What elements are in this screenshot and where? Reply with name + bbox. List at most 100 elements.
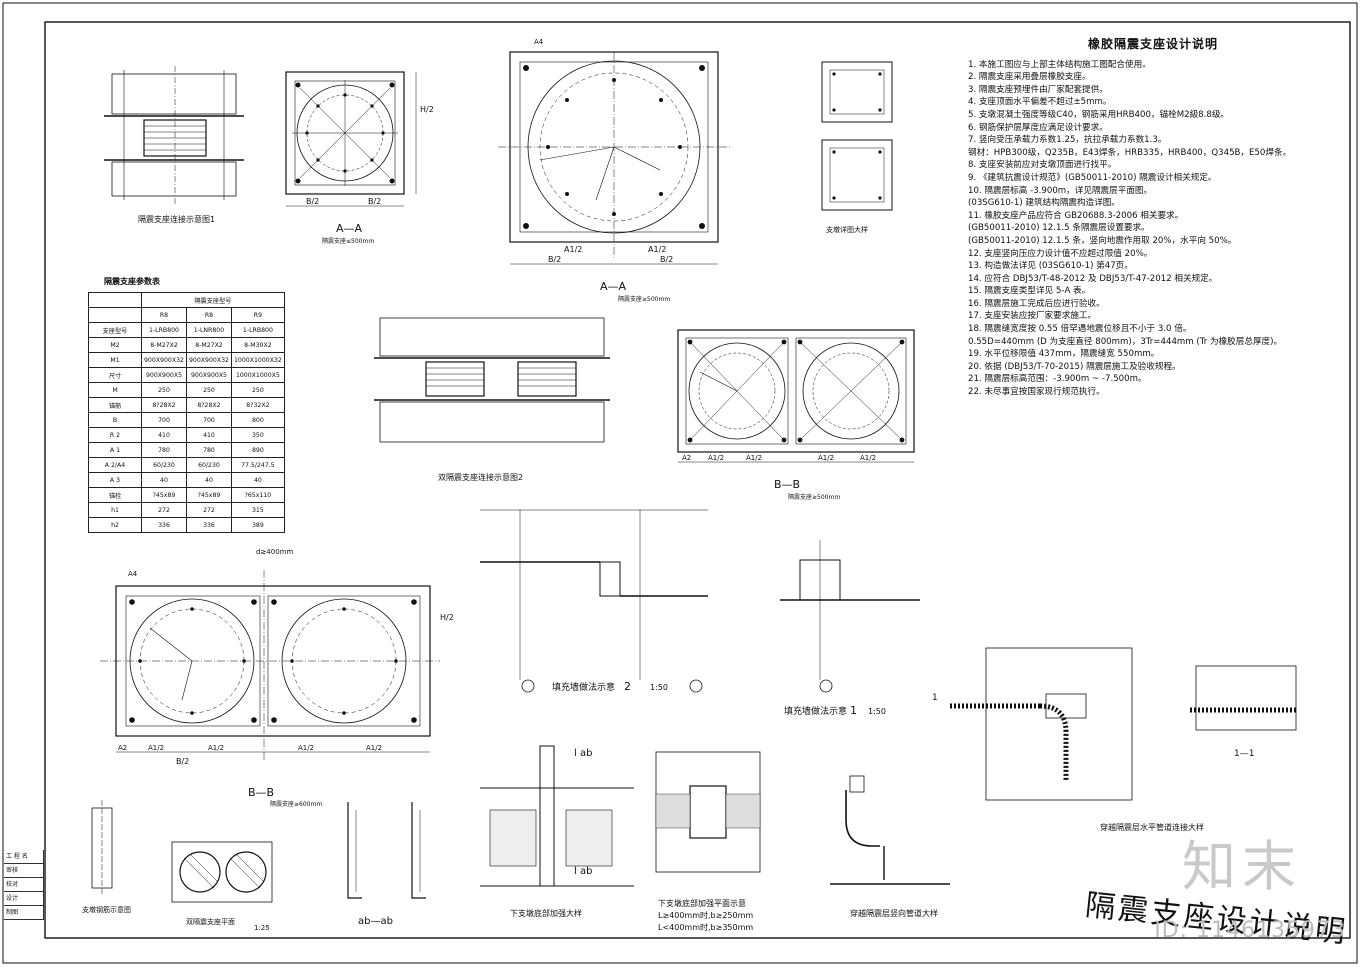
table-cell: 40 <box>185 472 232 488</box>
bb2-dim-a12-1: A1/2 <box>148 744 164 752</box>
plan-bb-1: A2 A1/2 A1/2 A1/2 A1/2 B—B 隔震支座≥500mm <box>677 329 915 501</box>
note-line: 14. 应符合 DBJ53/T-48-2012 及 DBJ53/T-47-201… <box>968 273 1218 284</box>
table-cell: 800 <box>230 412 285 428</box>
notes-list: 1. 本施工图应与上部主体结构施工图配合使用。2. 隔震支座采用叠层橡胶支座。3… <box>968 59 1338 399</box>
table-row-label: 支座型号 <box>88 322 142 338</box>
table-cell: 389 <box>230 517 285 533</box>
table-caption: 隔震支座参数表 <box>104 277 160 286</box>
table-header-blank <box>88 307 142 323</box>
table-cell: 8?32X2 <box>230 397 285 413</box>
title-block-cell: 制图 <box>4 906 44 920</box>
aa2-dim-a12-left: A1/2 <box>564 245 582 254</box>
bb2-dim-a12-2: A1/2 <box>208 744 224 752</box>
table-cell: 8?28X2 <box>141 397 187 413</box>
fill1-num: 1 <box>850 704 857 717</box>
table-cell: 8?28X2 <box>185 397 232 413</box>
table-cell: 8-M27X2 <box>185 337 232 353</box>
conn2-label: 双隔震支座连接示意图2 <box>438 472 523 482</box>
table-cell: 900X900X32 <box>185 352 232 368</box>
pier-detail-label: 支墩详图大样 <box>826 225 868 234</box>
table-cell: 900X900X5 <box>141 367 187 383</box>
lower-plan-label: 下支墩底部加强平面示意 <box>658 898 746 908</box>
note-line: 10. 隔震层标高 -3.900m，详见隔震层平面图。 <box>968 185 1153 196</box>
table-row-label: A 2/A4 <box>88 457 142 473</box>
mark-1-left: 1 <box>932 693 938 703</box>
title-block: 工 程 名审核校对设计制图 <box>4 850 44 920</box>
aa1-title: A—A <box>336 222 363 235</box>
note-line: 0.55D=440mm (D 为支座直径 800mm)，3Tr=444mm (T… <box>968 336 1283 347</box>
aa2-note: 隔震支座≥500mm <box>618 295 670 303</box>
bb2-d400: d≥400mm <box>256 548 293 556</box>
note-line: 21. 隔震层标高范围：-3.900m ~ -7.500m。 <box>968 374 1147 385</box>
note-line: 12. 支座竖向压应力设计值不应超过限值 20%。 <box>968 248 1153 259</box>
title-block-cell: 工 程 名 <box>4 850 44 864</box>
connection-detail-2: 双隔震支座连接示意图2 <box>374 317 610 482</box>
note-line: 11. 橡胶支座产品应符合 GB20688.3-2006 相关要求。 <box>968 210 1184 221</box>
aa2-title: A—A <box>600 280 627 293</box>
bb1-note: 隔震支座≥500mm <box>788 493 840 501</box>
lab-bottom: l ab <box>574 866 592 877</box>
table-cell: 250 <box>141 382 187 398</box>
fill-wall-detail-1: 填充墙做法示意 1 1:50 <box>780 540 920 717</box>
fill2-label: 填充墙做法示意 <box>552 681 615 693</box>
rule-2: L<400mm时,b≥350mm <box>658 922 753 932</box>
note-line: 22. 未尽事宜按国家现行规范执行。 <box>968 387 1105 398</box>
ab-section-label: ab—ab <box>358 916 393 927</box>
table-cell: 1-LNR800 <box>185 322 232 338</box>
table-column-header: R9 <box>230 307 285 323</box>
design-notes: 橡胶隔震支座设计说明 1. 本施工图应与上部主体结构施工图配合使用。2. 隔震支… <box>968 38 1338 399</box>
conn1-label: 隔震支座连接示意图1 <box>138 214 215 224</box>
fill-wall-detail-2: 填充墙做法示意 2 1:50 <box>480 509 708 693</box>
table-cell: 250 <box>230 382 285 398</box>
table-cell: 350 <box>230 427 285 443</box>
fill2-scale: 1:50 <box>650 683 668 692</box>
aa1-dim-b2-left: B/2 <box>306 197 319 206</box>
note-line: 6. 钢筋保护层厚度应满足设计要求。 <box>968 122 1108 133</box>
watermark-id: ID: 1146135973 <box>1154 918 1346 943</box>
table-cell: 336 <box>185 517 232 533</box>
fill1-scale: 1:50 <box>868 707 886 716</box>
note-line: 19. 水平位移限值 437mm，隔震缝宽 550mm。 <box>968 349 1160 360</box>
table-cell: 780 <box>141 442 187 458</box>
section-11: 1—1 <box>1234 749 1254 759</box>
aa2-dim-b2-left: B/2 <box>548 255 561 264</box>
plan-aa-1: B/2 B/2 H/2 A—A 隔震支座≤500mm <box>285 71 434 245</box>
lower-pier-label: 下支墩底部加强大样 <box>510 908 582 918</box>
note-line: 钢材：HPB300级，Q235B，E43焊条，HRB335，HRB400，Q34… <box>968 147 1292 158</box>
note-line: (GB50011-2010) 12.1.5 条隔震层设置要求。 <box>968 223 1150 234</box>
table-cell: 900X900X5 <box>185 367 232 383</box>
bb2-dim-h2: H/2 <box>440 613 454 622</box>
table-cell: 410 <box>185 427 232 443</box>
bb2-dim-a12-4: A1/2 <box>366 744 382 752</box>
bb2-dim-a4: A4 <box>128 570 138 578</box>
table-cell: 60/230 <box>141 457 187 473</box>
bar-detail: 支墩钢筋示意图 <box>82 800 131 914</box>
note-line: 20. 依据 (DBJ53/T-70-2015) 隔震层施工及验收规程。 <box>968 361 1181 372</box>
table-cell: ?65x110 <box>230 487 285 503</box>
vertical-pipe-detail: 穿越隔震层竖向管道大样 <box>830 775 950 918</box>
bar-detail-label: 支墩钢筋示意图 <box>82 905 131 914</box>
note-line: 17. 支座安装应按厂家要求施工。 <box>968 311 1097 322</box>
table-cell: 8-M30X2 <box>230 337 285 353</box>
aa1-dim-h2: H/2 <box>420 105 434 114</box>
fill1-label: 填充墙做法示意 <box>784 705 847 717</box>
note-line: 3. 隔震支座预埋件由厂家配套提供。 <box>968 84 1108 95</box>
table-cell: 60/230 <box>185 457 232 473</box>
table-cell: 77.5/247.5 <box>230 457 285 473</box>
table-row-label: M <box>88 382 142 398</box>
table-column-header: R8 <box>185 307 232 323</box>
section-ab: ab—ab <box>347 802 426 927</box>
table-cell: 336 <box>141 517 187 533</box>
table-cell: 1-LRB800 <box>141 322 187 338</box>
notes-title: 橡胶隔震支座设计说明 <box>1087 37 1218 51</box>
note-line: 16. 隔震层施工完成后应进行验收。 <box>968 298 1105 309</box>
double-support-scale: 1:25 <box>254 924 270 932</box>
table-row: 锚栓?45x89?45x89?65x110 <box>88 487 285 503</box>
bb2-title: B—B <box>248 786 274 799</box>
table-row-label: M1 <box>88 352 142 368</box>
